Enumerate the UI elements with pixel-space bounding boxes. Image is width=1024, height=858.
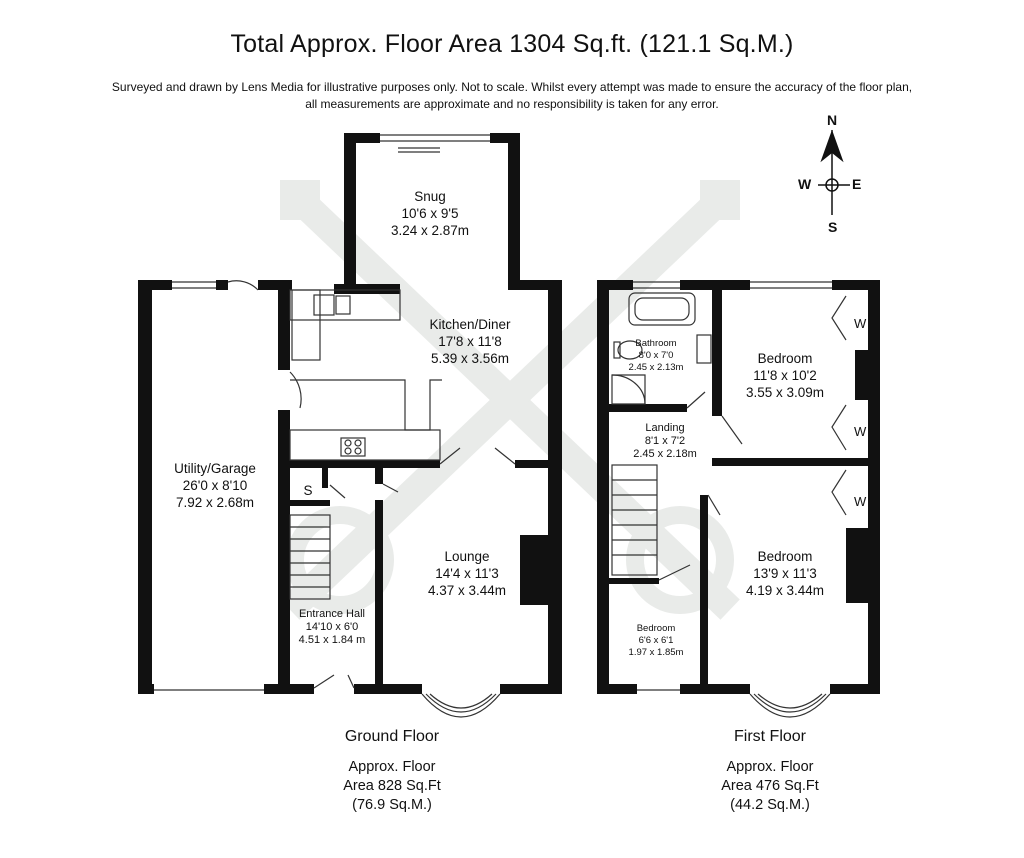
room-metric: 5.39 x 3.56m (430, 351, 510, 366)
room-imperial: 10'6 x 9'5 (401, 206, 459, 221)
room-utility: Utility/Garage 26'0 x 8'10 7.92 x 2.68m (160, 460, 270, 511)
room-metric: 1.97 x 1.85m (628, 647, 684, 658)
room-bedroom-3: Bedroom 6'6 x 6'1 1.97 x 1.85m (618, 623, 694, 659)
room-imperial: 17'8 x 11'8 (438, 334, 502, 349)
room-name: Lounge (444, 549, 490, 564)
room-imperial: 26'0 x 8'10 (182, 478, 248, 493)
room-snug: Snug 10'6 x 9'5 3.24 x 2.87m (380, 188, 480, 239)
wardrobe-label-1: W (854, 316, 867, 331)
room-bathroom: Bathroom 8'0 x 7'0 2.45 x 2.13m (618, 338, 694, 374)
room-imperial: 14'10 x 6'0 (305, 621, 359, 633)
wardrobe-label-2: W (854, 424, 867, 439)
area-line-2: Area 828 Sq.Ft (343, 778, 441, 794)
page-title: Total Approx. Floor Area 1304 Sq.ft. (12… (230, 30, 794, 58)
room-metric: 2.45 x 2.13m (628, 362, 684, 373)
area-line-3: (76.9 Sq.M.) (352, 797, 432, 813)
room-metric: 2.45 x 2.18m (633, 448, 697, 460)
room-imperial: 6'6 x 6'1 (638, 635, 674, 646)
room-name: Utility/Garage (174, 461, 256, 476)
room-kitchen: Kitchen/Diner 17'8 x 11'8 5.39 x 3.56m (410, 316, 530, 367)
area-line-3: (44.2 Sq.M.) (730, 797, 810, 813)
room-name: Bathroom (635, 338, 677, 349)
room-hall: Entrance Hall 14'10 x 6'0 4.51 x 1.84 m (290, 608, 374, 647)
area-line-1: Approx. Floor (348, 759, 436, 775)
room-imperial: 13'9 x 11'3 (753, 566, 817, 581)
ground-floor-caption: Ground Floor Approx. Floor Area 828 Sq.F… (316, 728, 468, 815)
room-metric: 4.19 x 3.44m (745, 583, 825, 598)
room-imperial: 14'4 x 11'3 (435, 566, 499, 581)
room-landing: Landing 8'1 x 7'2 2.45 x 2.18m (622, 422, 708, 461)
room-store: S (303, 483, 313, 498)
first-floor-walls (597, 280, 880, 694)
area-line-2: Area 476 Sq.Ft (721, 778, 819, 794)
floor-name: First Floor (734, 728, 806, 745)
room-metric: 4.37 x 3.44m (427, 583, 507, 598)
area-line-1: Approx. Floor (726, 759, 814, 775)
room-name: Landing (645, 422, 685, 434)
ground-floor-fixtures (154, 134, 516, 718)
room-imperial: 8'0 x 7'0 (638, 350, 674, 361)
compass-e: E (852, 176, 862, 192)
room-name: Kitchen/Diner (429, 317, 511, 332)
ground-floor-walls (138, 133, 562, 694)
room-metric: 4.51 x 1.84 m (298, 634, 366, 646)
room-metric: 7.92 x 2.68m (175, 495, 255, 510)
first-floor-fixtures (611, 281, 847, 718)
compass-rose (818, 129, 850, 215)
room-name: Bedroom (757, 549, 813, 564)
compass-n: N (827, 112, 838, 128)
room-name: Entrance Hall (298, 608, 366, 620)
disclaimer-line-1: Surveyed and drawn by Lens Media for ill… (111, 80, 913, 94)
room-metric: 3.55 x 3.09m (745, 385, 825, 400)
room-imperial: 11'8 x 10'2 (753, 368, 817, 383)
disclaimer-line-2: all measurements are approximate and no … (305, 97, 719, 111)
compass-w: W (798, 176, 812, 192)
room-name: Bedroom (636, 623, 676, 634)
watermark-logo (280, 180, 740, 620)
room-bedroom-1: Bedroom 11'8 x 10'2 3.55 x 3.09m (730, 350, 840, 401)
room-lounge: Lounge 14'4 x 11'3 4.37 x 3.44m (412, 548, 522, 599)
room-metric: 3.24 x 2.87m (390, 223, 470, 238)
wardrobe-label-3: W (854, 494, 867, 509)
room-imperial: 8'1 x 7'2 (644, 435, 686, 447)
first-floor-caption: First Floor Approx. Floor Area 476 Sq.Ft… (694, 728, 846, 815)
compass-s: S (828, 219, 838, 235)
room-name: Snug (414, 189, 446, 204)
room-bedroom-2: Bedroom 13'9 x 11'3 4.19 x 3.44m (730, 548, 840, 599)
floor-name: Ground Floor (344, 728, 440, 745)
room-name: Bedroom (757, 351, 813, 366)
